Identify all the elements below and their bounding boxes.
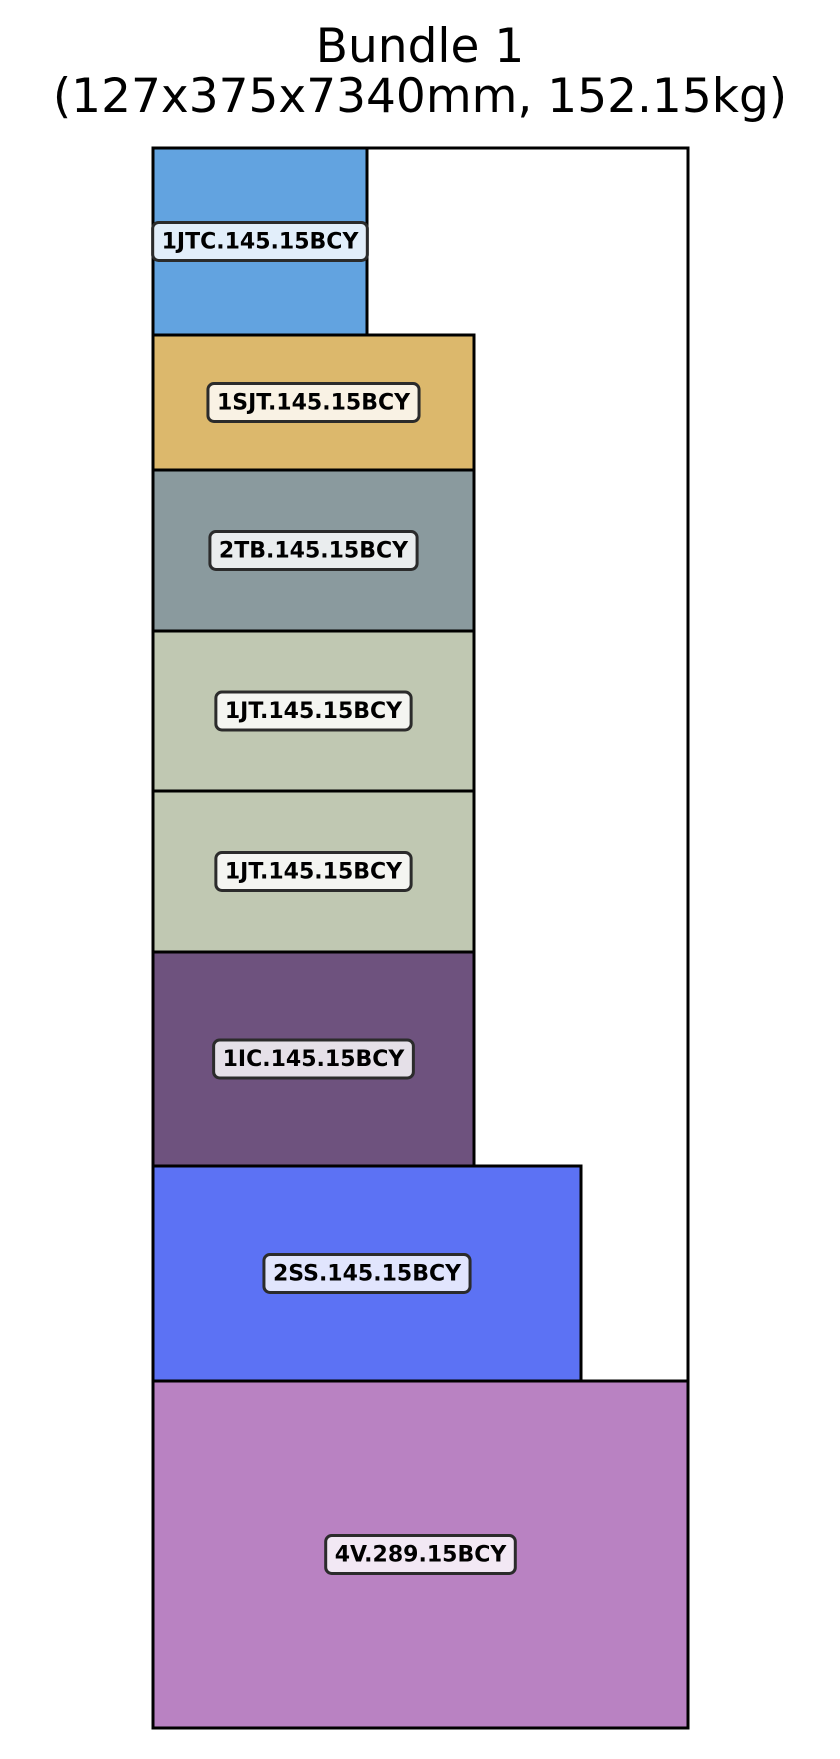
title-line-2: (127x375x7340mm, 152.15kg) <box>52 69 788 124</box>
piece-block: 1JT.145.15BCY <box>151 629 476 793</box>
piece-block: 1JTC.145.15BCY <box>151 146 369 337</box>
piece-label: 1JTC.145.15BCY <box>162 230 360 255</box>
pieces-layer: 1JTC.145.15BCY 1SJT.145.15BCY 2TB.145.15BC… <box>151 146 690 1730</box>
piece-label: 1JT.145.15BCY <box>225 699 403 724</box>
piece-label-box <box>214 851 413 892</box>
piece-label: 4V.289.15BCY <box>335 1543 508 1568</box>
piece-label-box <box>214 690 413 732</box>
piece-block: 4V.289.15BCY <box>151 1379 690 1730</box>
piece-label: 1SJT.145.15BCY <box>217 391 411 416</box>
piece-label: 1IC.145.15BCY <box>223 1047 406 1072</box>
piece-block: 2SS.145.15BCY <box>151 1164 583 1383</box>
piece-label-box <box>212 1038 415 1080</box>
piece-label: 2SS.145.15BCY <box>273 1262 462 1287</box>
piece-block: 2TB.145.15BCY <box>151 468 476 633</box>
piece-label-box <box>262 1253 472 1294</box>
title-line-1: Bundle 1 <box>315 19 525 74</box>
piece-block: 1IC.145.15BCY <box>151 950 476 1168</box>
piece-label-box <box>324 1534 517 1575</box>
piece-label: 1JT.145.15BCY <box>225 860 403 885</box>
piece-label-box <box>208 530 419 571</box>
piece-label: 2TB.145.15BCY <box>219 539 409 564</box>
piece-label-box <box>151 221 369 262</box>
diagram-title: Bundle 1 (127x375x7340mm, 152.15kg) <box>0 22 840 122</box>
piece-label-box <box>206 382 421 423</box>
piece-block: 1SJT.145.15BCY <box>151 333 476 472</box>
piece-block: 1JT.145.15BCY <box>151 789 476 954</box>
